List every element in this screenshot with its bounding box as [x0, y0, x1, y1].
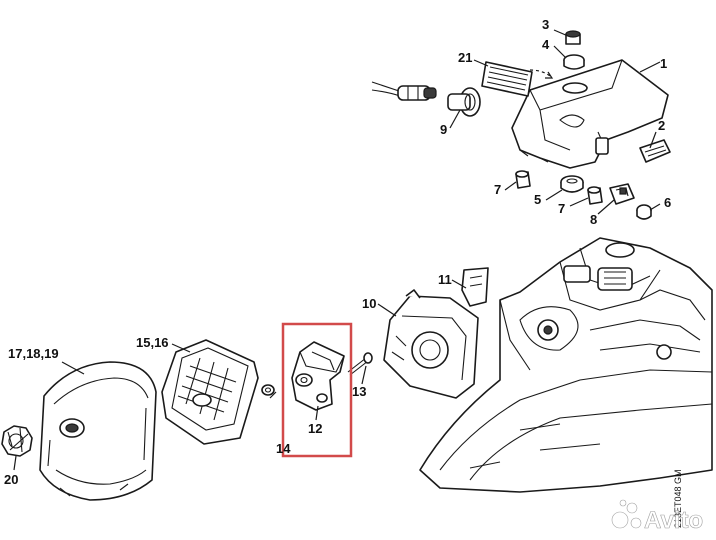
grommet-part [371, 81, 481, 117]
star-knob-part [1, 425, 33, 457]
callout-5: 5 [534, 192, 541, 207]
callout-21: 21 [458, 50, 472, 65]
bracket-part-11 [461, 267, 489, 307]
callout-7-b: 7 [558, 201, 565, 216]
callout-20: 20 [4, 472, 18, 487]
plug-part-6 [636, 204, 652, 220]
callout-2: 2 [658, 118, 665, 133]
power-head-housing [419, 237, 713, 493]
callout-17-18-19: 17,18,19 [8, 346, 59, 361]
callout-6: 6 [664, 195, 671, 210]
air-filter-part [161, 339, 259, 445]
grommet-part-5 [560, 175, 584, 193]
callout-12: 12 [308, 421, 322, 436]
callout-3: 3 [542, 17, 549, 32]
avito-brand-text: Avito [644, 507, 703, 534]
callout-labels: 1 2 3 4 5 6 7 7 8 9 10 11 12 13 14 15,16… [4, 17, 671, 487]
filter-panel-part [481, 61, 554, 97]
leader-lines [13, 29, 661, 471]
highlighted-bracket-part-12 [291, 341, 345, 411]
callout-4: 4 [542, 37, 550, 52]
highlight-box [281, 322, 353, 458]
drawing-code: 213ET048 GM [673, 469, 683, 528]
callout-7-a: 7 [494, 182, 501, 197]
callout-10: 10 [362, 296, 376, 311]
clip-part-8 [609, 183, 635, 205]
fastener-part-7a [515, 170, 531, 189]
filter-cover-part [39, 361, 157, 501]
nut-part-14 [261, 384, 275, 396]
carburetor-box-part [383, 289, 479, 399]
callout-8: 8 [590, 212, 597, 227]
shroud-cover-part [511, 59, 669, 169]
callout-15-16: 15,16 [136, 335, 169, 350]
cap-part-4 [563, 54, 585, 70]
avito-watermark: Avito [611, 499, 703, 534]
avito-logo-icon [611, 499, 642, 529]
callout-9: 9 [440, 122, 447, 137]
callout-11: 11 [438, 272, 452, 287]
cap-part-3 [565, 30, 581, 45]
callout-13: 13 [352, 384, 366, 399]
latch-part [639, 139, 671, 163]
callout-14: 14 [276, 441, 291, 456]
callout-1: 1 [660, 56, 667, 71]
fastener-part-7b [587, 186, 603, 205]
